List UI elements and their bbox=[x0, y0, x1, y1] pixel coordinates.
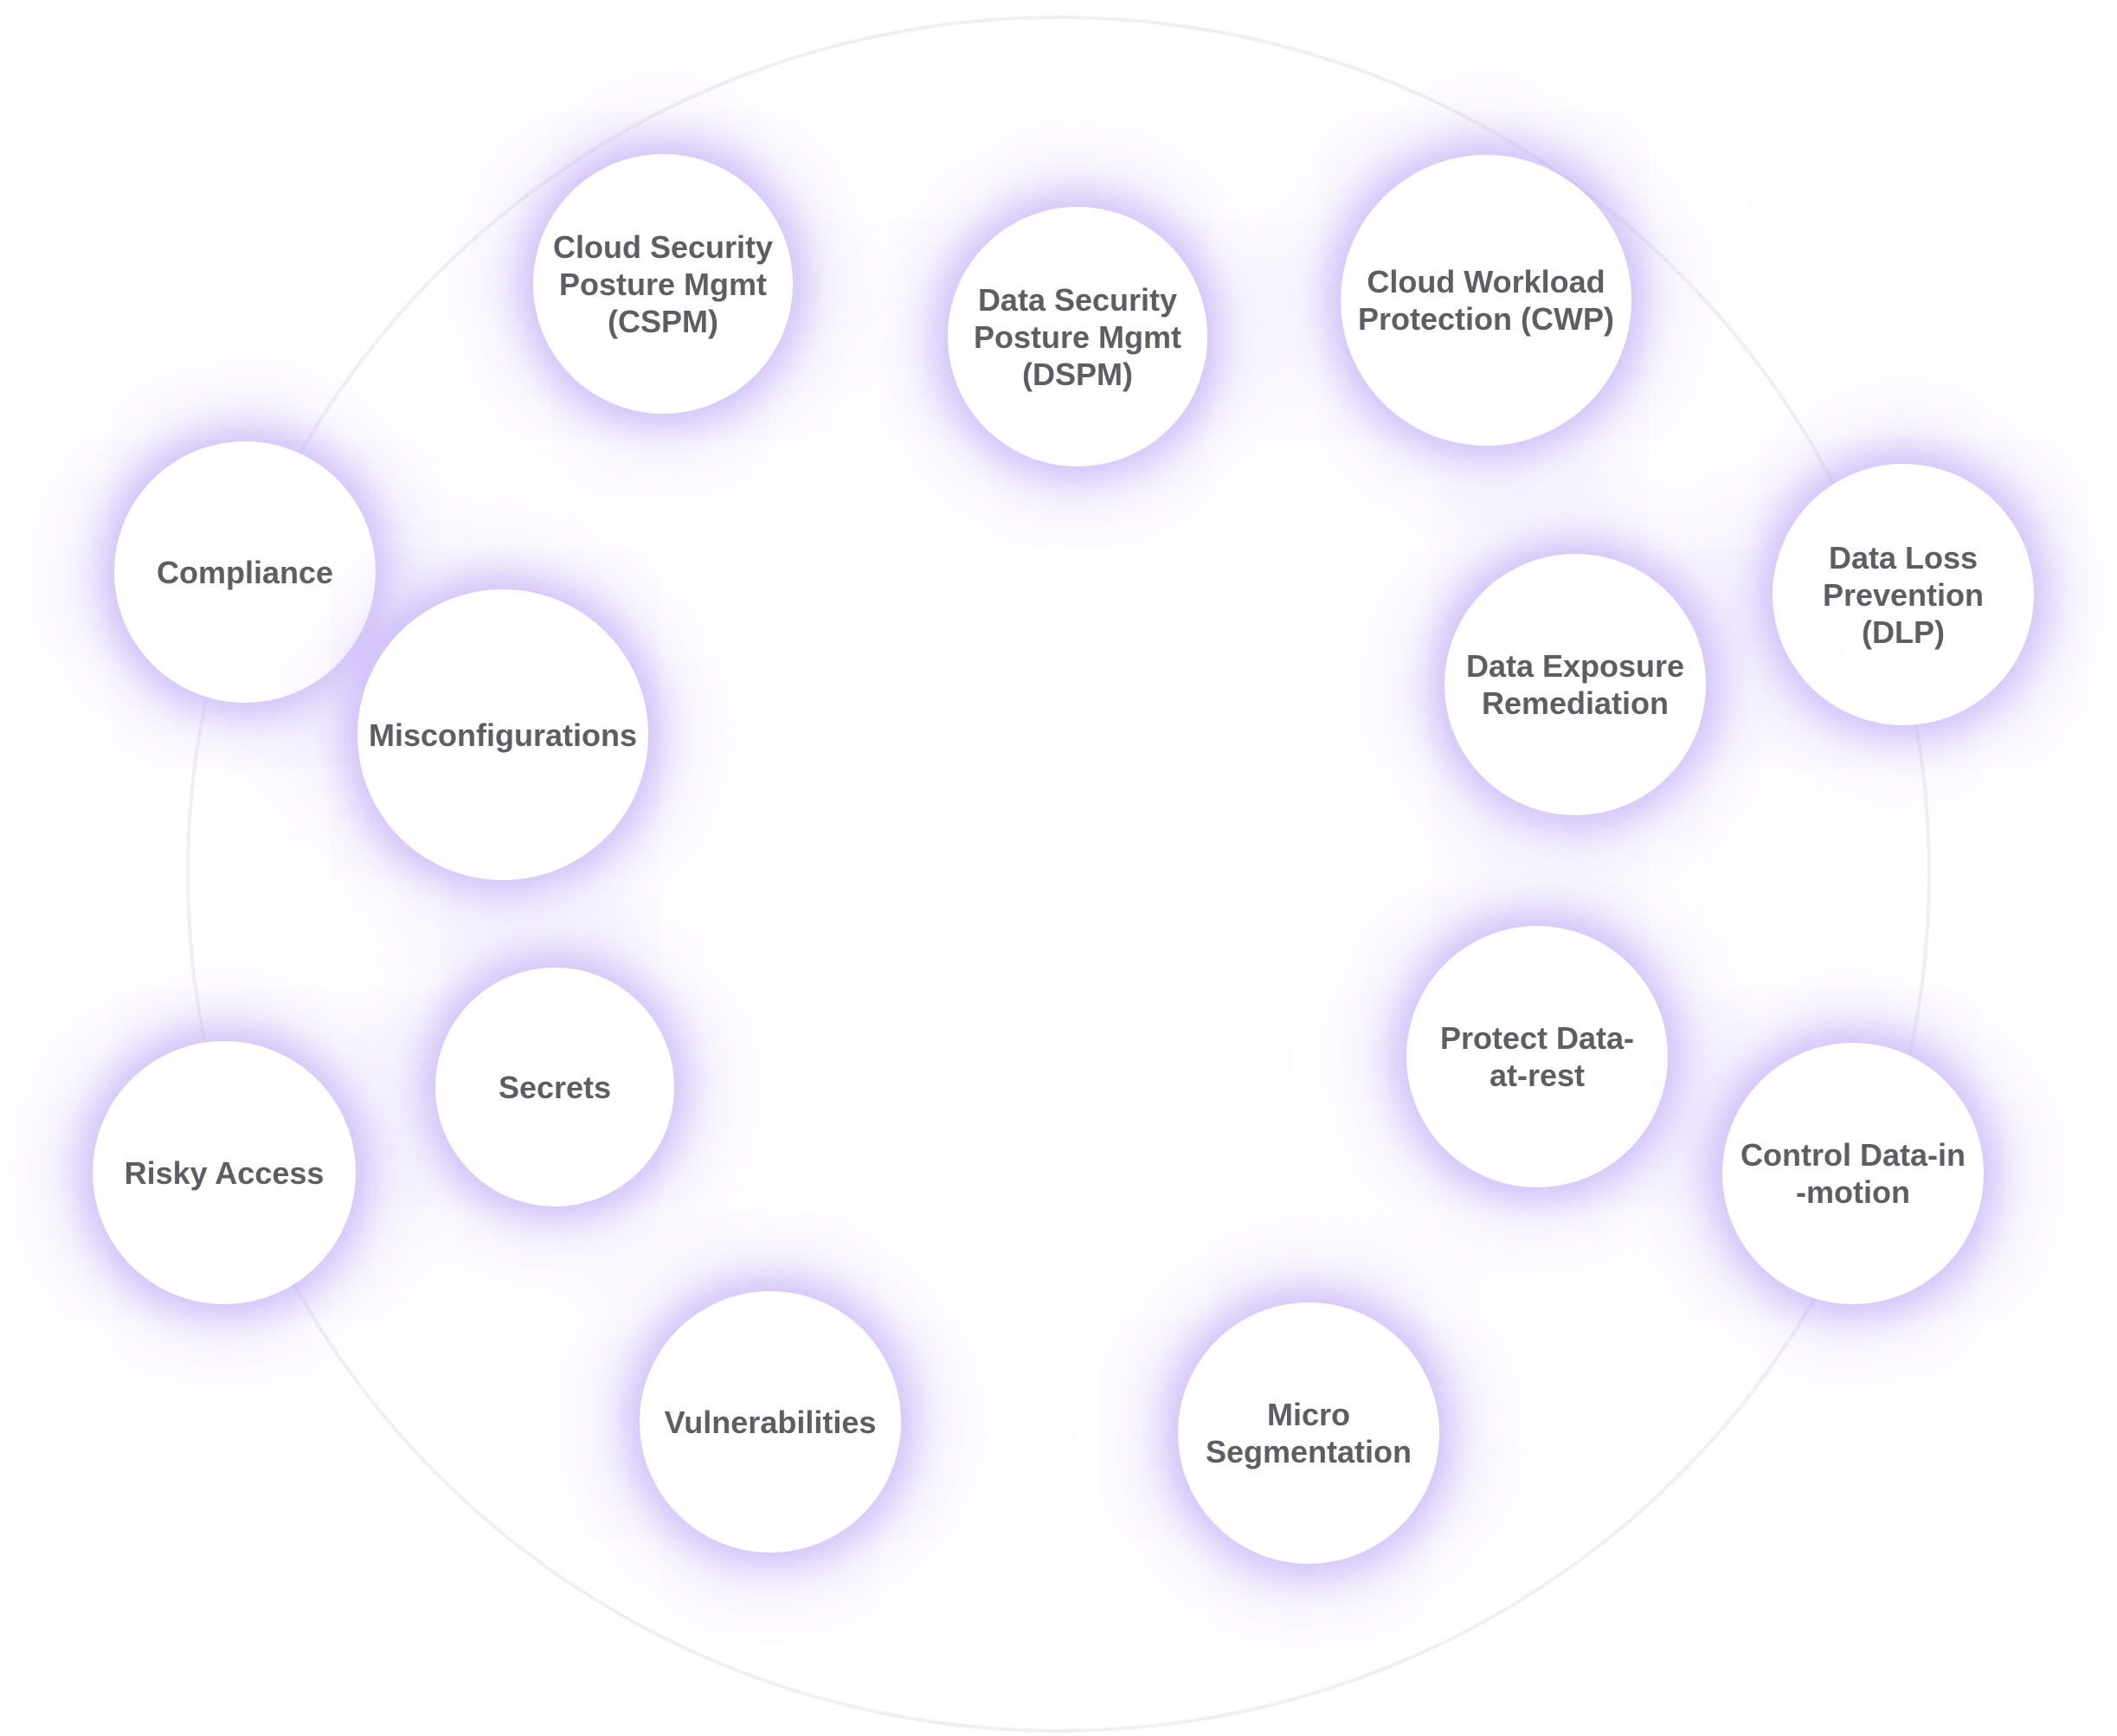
node-label: Secrets bbox=[498, 1069, 612, 1105]
node-label: Data Security Posture Mgmt (DSPM) bbox=[973, 281, 1181, 392]
node-label: Data Loss Prevention (DLP) bbox=[1822, 539, 1985, 650]
node-label: Data Exposure Remediation bbox=[1465, 648, 1685, 721]
node-cwp: Cloud Workload Protection (CWP) bbox=[1341, 155, 1631, 446]
node-control-data-in-motion: Control Data-in -motion bbox=[1722, 1043, 1984, 1304]
node-label: Cloud Security Posture Mgmt (CSPM) bbox=[552, 228, 774, 339]
node-label: Vulnerabilities bbox=[664, 1404, 877, 1440]
node-label: Risky Access bbox=[124, 1154, 325, 1191]
node-label: Misconfigurations bbox=[369, 717, 638, 753]
node-micro-segmentation: Micro Segmentation bbox=[1178, 1302, 1439, 1564]
node-label: Cloud Workload Protection (CWP) bbox=[1358, 264, 1614, 337]
node-dlp: Data Loss Prevention (DLP) bbox=[1773, 464, 2034, 725]
node-protect-data-at-rest: Protect Data- at-rest bbox=[1406, 926, 1668, 1187]
node-data-exposure-remediation: Data Exposure Remediation bbox=[1445, 554, 1706, 815]
node-risky-access: Risky Access bbox=[93, 1041, 356, 1304]
node-vulnerabilities: Vulnerabilities bbox=[640, 1291, 901, 1553]
node-dspm: Data Security Posture Mgmt (DSPM) bbox=[948, 207, 1207, 466]
node-label: Compliance bbox=[156, 554, 334, 590]
node-misconfigurations: Misconfigurations bbox=[357, 589, 648, 880]
node-compliance: Compliance bbox=[114, 441, 376, 703]
node-secrets: Secrets bbox=[435, 968, 674, 1206]
node-label: Protect Data- at-rest bbox=[1439, 1020, 1635, 1093]
node-label: Micro Segmentation bbox=[1205, 1397, 1412, 1469]
node-label: Control Data-in -motion bbox=[1741, 1137, 1966, 1210]
node-cspm: Cloud Security Posture Mgmt (CSPM) bbox=[533, 154, 793, 414]
